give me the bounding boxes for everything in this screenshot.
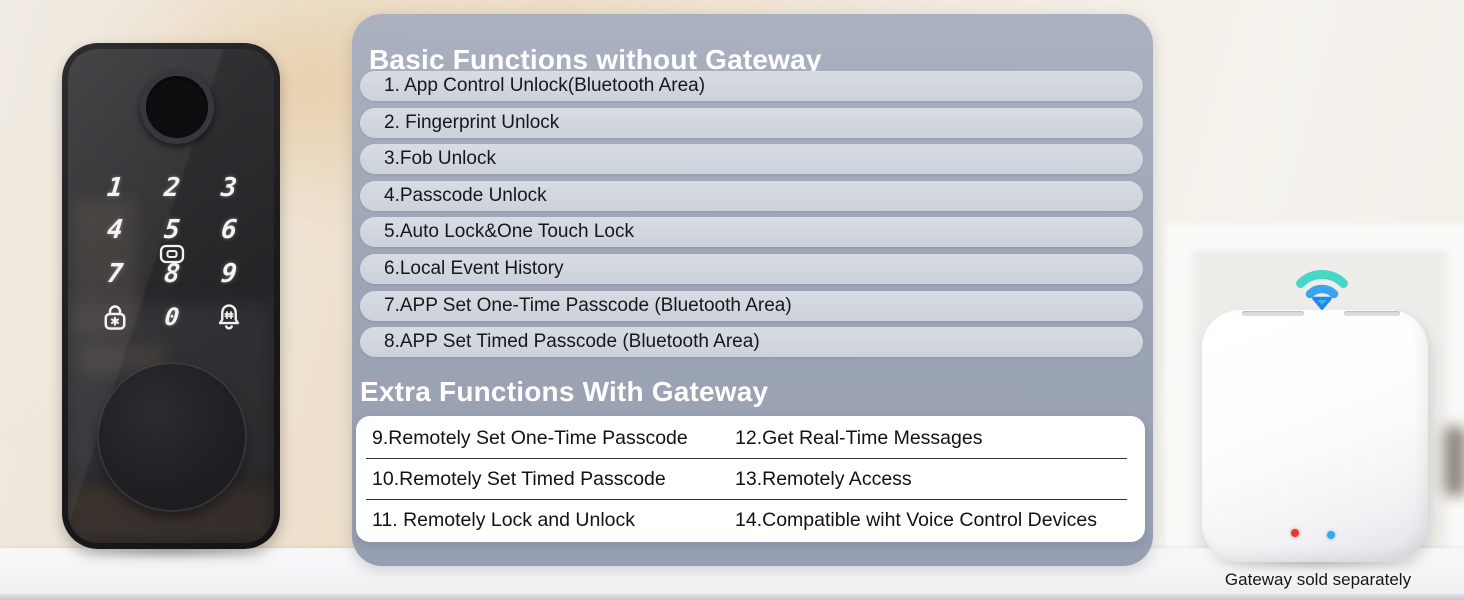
- fingerprint-sensor[interactable]: [140, 70, 214, 144]
- fob-icon: [155, 237, 189, 271]
- keypad-key-0[interactable]: 0: [163, 303, 181, 331]
- gateway-device: [1202, 310, 1428, 562]
- bell-hash-icon[interactable]: [212, 300, 246, 334]
- table-front-edge: [0, 594, 1464, 600]
- gateway-caption: Gateway sold separately: [1224, 570, 1412, 589]
- feature-label: 5.Auto Lock&One Touch Lock: [384, 221, 634, 243]
- feature-label: 2. Fingerprint Unlock: [384, 111, 560, 133]
- features-panel: Basic Functions without Gateway 1. App C…: [352, 14, 1153, 566]
- feature-pill: 2. Fingerprint Unlock: [360, 107, 1143, 138]
- gateway-led-blue: [1327, 531, 1335, 539]
- lock-star-icon[interactable]: [98, 300, 132, 334]
- wifi-icon: [1296, 270, 1348, 310]
- extra-functions-table: 9.Remotely Set One-Time Passcode 12.Get …: [356, 416, 1145, 542]
- table-row: 11. Remotely Lock and Unlock 14.Compatib…: [356, 500, 1145, 540]
- feature-pill: 1. App Control Unlock(Bluetooth Area): [360, 71, 1143, 101]
- feature-pill: 7.APP Set One-Time Passcode (Bluetooth A…: [360, 290, 1143, 321]
- smart-lock-device: 1 2 3 4 5 6 7 8 9: [62, 43, 280, 549]
- keypad-key-3[interactable]: 3: [219, 173, 239, 203]
- gateway-top-slot: [1344, 311, 1400, 316]
- row-divider: [366, 499, 1127, 500]
- table-row: 9.Remotely Set One-Time Passcode 12.Get …: [356, 418, 1145, 458]
- extra-section-title: Extra Functions With Gateway: [360, 376, 769, 407]
- turn-knob[interactable]: [99, 364, 245, 510]
- extra-feature-label: 12.Get Real-Time Messages: [735, 426, 983, 449]
- extra-feature-label: 11. Remotely Lock and Unlock: [372, 508, 636, 531]
- keypad-key-2[interactable]: 2: [162, 173, 182, 203]
- basic-feature-list: 1. App Control Unlock(Bluetooth Area) 2.…: [360, 71, 1143, 358]
- feature-label: 6.Local Event History: [384, 257, 564, 279]
- keypad-key-6[interactable]: 6: [219, 215, 239, 245]
- extra-feature-label: 9.Remotely Set One-Time Passcode: [372, 426, 688, 449]
- feature-label: 8.APP Set Timed Passcode (Bluetooth Area…: [384, 331, 760, 353]
- keypad-key-4[interactable]: 4: [105, 215, 125, 245]
- reflection-shelf: [74, 199, 136, 334]
- feature-pill: 6.Local Event History: [360, 253, 1143, 284]
- feature-pill: 5.Auto Lock&One Touch Lock: [360, 217, 1143, 248]
- extra-feature-label: 13.Remotely Access: [735, 467, 912, 490]
- feature-pill: 3.Fob Unlock: [360, 144, 1143, 175]
- extra-feature-label: 10.Remotely Set Timed Passcode: [372, 467, 666, 490]
- keypad-key-1[interactable]: 1: [105, 173, 125, 203]
- feature-label: 4.Passcode Unlock: [384, 184, 547, 206]
- lock-front-panel: 1 2 3 4 5 6 7 8 9: [68, 49, 274, 543]
- feature-pill: 8.APP Set Timed Passcode (Bluetooth Area…: [360, 327, 1143, 358]
- extra-feature-label: 14.Compatible wiht Voice Control Devices: [735, 508, 1098, 531]
- feature-label: 1. App Control Unlock(Bluetooth Area): [384, 75, 706, 96]
- background-object: [1444, 426, 1464, 496]
- feature-pill: 4.Passcode Unlock: [360, 180, 1143, 211]
- feature-label: 7.APP Set One-Time Passcode (Bluetooth A…: [384, 294, 792, 316]
- feature-label: 3.Fob Unlock: [384, 148, 496, 170]
- basic-section-title: Basic Functions without Gateway: [369, 44, 822, 75]
- table-row: 10.Remotely Set Timed Passcode 13.Remote…: [356, 459, 1145, 499]
- row-divider: [366, 458, 1127, 459]
- gateway-led-red: [1291, 529, 1299, 537]
- gateway-top-slot: [1242, 311, 1304, 316]
- keypad-key-9[interactable]: 9: [219, 259, 239, 289]
- keypad-key-7[interactable]: 7: [105, 259, 125, 289]
